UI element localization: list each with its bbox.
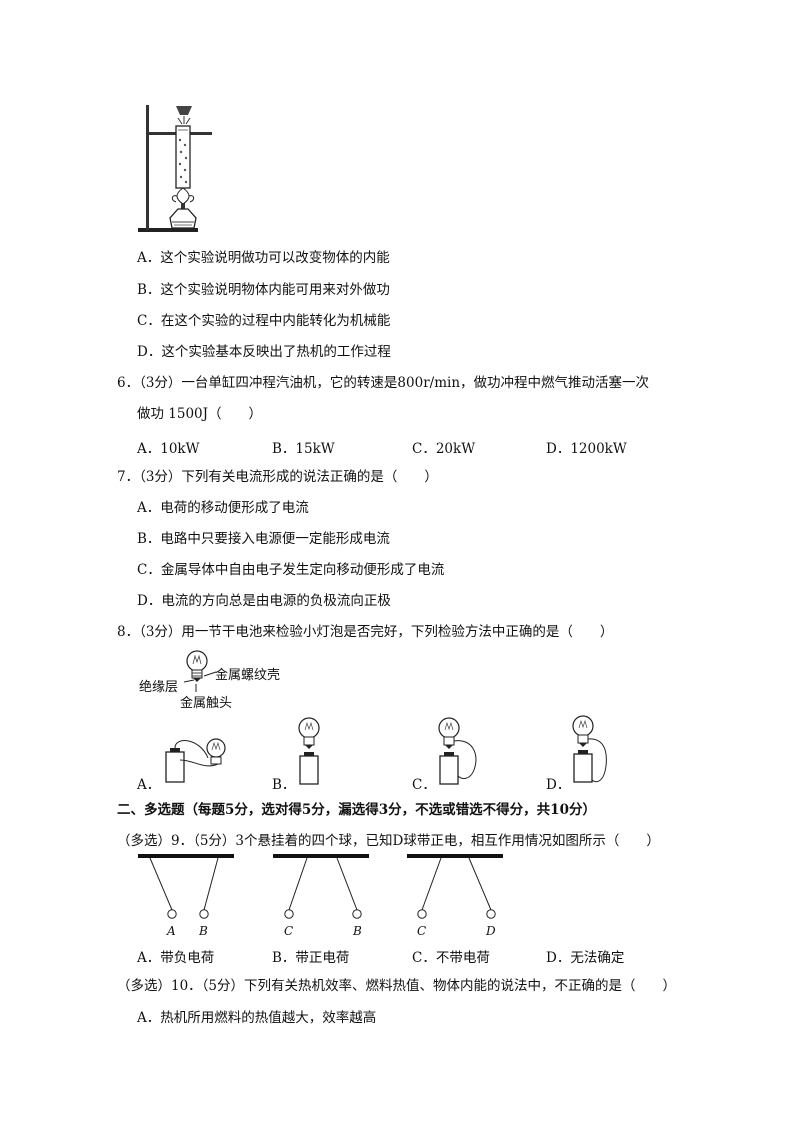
- q7-option-a[interactable]: A．电荷的移动便形成了电流: [137, 500, 309, 516]
- q5-option-a[interactable]: A．这个实验说明做功可以改变物体的内能: [137, 250, 390, 266]
- q9-stem: （多选）9．（5分）3个悬挂着的四个球，已知D球带正电，相互作用情况如图所示（ …: [117, 833, 660, 849]
- q10-stem: （多选）10．（5分）下列有关热机效率、燃料热值、物体内能的说法中，不正确的是（…: [117, 978, 677, 994]
- q6-stem-line2: 做功 1500J（ ）: [137, 406, 263, 422]
- q9-pair-1-label-right: B: [199, 924, 208, 938]
- q8-bulb-structure-figure: [186, 650, 208, 682]
- q8-option-c[interactable]: C．: [412, 777, 436, 793]
- q8-option-b-figure: [298, 717, 320, 785]
- q9-pair-2-label-left: C: [284, 924, 294, 938]
- q8-option-d[interactable]: D．: [546, 777, 571, 793]
- q9-option-d[interactable]: D．无法确定: [546, 950, 625, 966]
- q8-option-c-figure: [438, 717, 477, 785]
- q7-stem: 7．（3分）下列有关电流形成的说法正确的是（ ）: [117, 469, 438, 485]
- q8-label-insulation: 绝缘层: [139, 680, 179, 695]
- q9-option-b[interactable]: B．带正电荷: [272, 950, 350, 966]
- q5-option-b[interactable]: B．这个实验说明物体内能可用来对外做功: [137, 282, 390, 298]
- q7-option-c[interactable]: C．金属导体中自由电子发生定向移动便形成了电流: [137, 562, 445, 578]
- q9-pair-3-label-left: C: [417, 924, 427, 938]
- q8-option-a-figure: [165, 738, 226, 783]
- q8-label-contact: 金属触头: [180, 696, 233, 711]
- q8-option-d-figure: [572, 715, 607, 783]
- q6-option-a[interactable]: A．10kW: [137, 441, 200, 457]
- q5-option-d[interactable]: D．这个实验基本反映出了热机的工作过程: [137, 344, 391, 360]
- q10-option-a[interactable]: A．热机所用燃料的热值越大，效率越高: [137, 1010, 377, 1026]
- q8-stem: 8．（3分）用一节干电池来检验小灯泡是否完好，下列检验方法中正确的是（ ）: [117, 624, 614, 640]
- q8-option-a[interactable]: A．: [137, 777, 161, 793]
- q9-pair-1-figure: [138, 854, 234, 919]
- q7-option-d[interactable]: D．电流的方向总是由电源的负极流向正极: [137, 593, 391, 609]
- q9-option-a[interactable]: A．带负电荷: [137, 950, 215, 966]
- q9-option-c[interactable]: C．不带电荷: [412, 950, 490, 966]
- q7-option-b[interactable]: B．电路中只要接入电源便一定能形成电流: [137, 531, 390, 547]
- q6-option-b[interactable]: B．15kW: [272, 441, 335, 457]
- q8-label-leader-lines: [183, 671, 217, 692]
- q6-stem-line1: 6．（3分）一台单缸四冲程汽油机，它的转速是800r/min，做功冲程中燃气推动…: [117, 375, 650, 391]
- q9-pair-3-figure: [407, 854, 503, 919]
- q9-pair-1-label-left: A: [167, 924, 176, 938]
- q5-apparatus-figure: [138, 105, 212, 232]
- q9-pair-2-figure: [273, 854, 369, 919]
- q5-option-c[interactable]: C．在这个实验的过程中内能转化为机械能: [137, 313, 391, 329]
- q6-option-c[interactable]: C．20kW: [412, 441, 476, 457]
- q9-pair-3-label-right: D: [486, 924, 496, 938]
- section2-title: 二、多选题（每题5分，选对得5分，漏选得3分，不选或错选不得分，共10分）: [117, 802, 596, 818]
- q6-option-d[interactable]: D．1200kW: [546, 441, 627, 457]
- q9-pair-2-label-right: B: [353, 924, 362, 938]
- q8-label-shell: 金属螺纹壳: [215, 668, 281, 683]
- q8-option-b[interactable]: B．: [272, 777, 296, 793]
